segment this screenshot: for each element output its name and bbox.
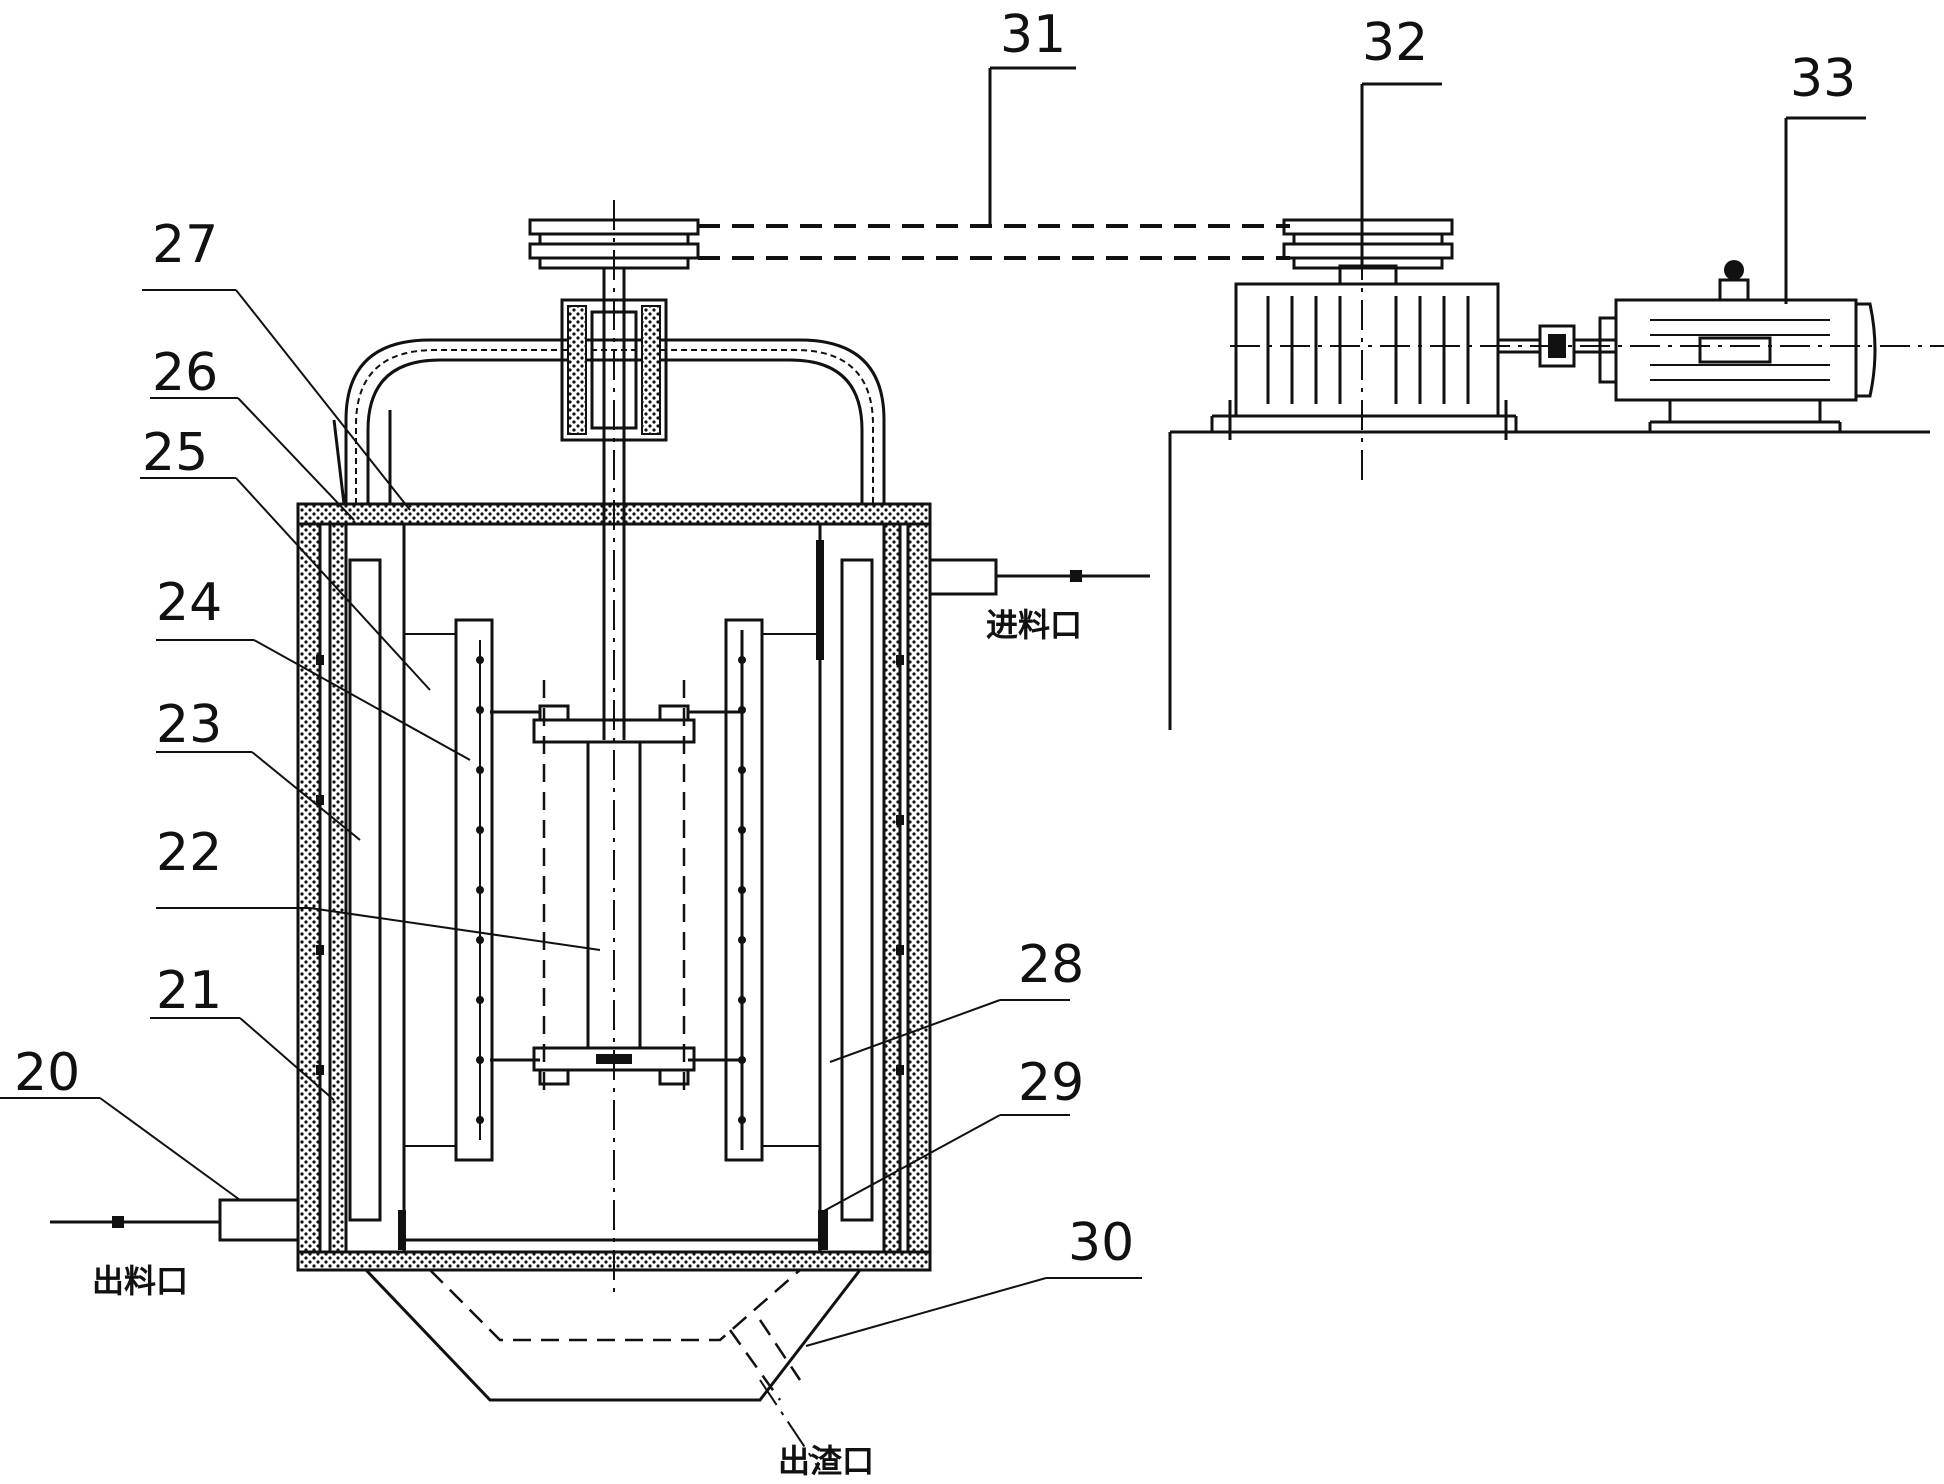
- label-23: 23: [156, 695, 222, 755]
- motor: [1230, 260, 1944, 434]
- label-32: 32: [1362, 13, 1428, 73]
- port-labels: 进料口 出料口 出渣口: [92, 606, 1082, 1480]
- inlet-label: 进料口: [986, 606, 1082, 644]
- rotor: [404, 200, 820, 1300]
- baffle-right: [816, 540, 824, 660]
- blade-right: [724, 618, 764, 1162]
- label-25: 25: [142, 423, 208, 483]
- top-frame: [332, 218, 886, 505]
- vessel-left-wall: [296, 510, 322, 1272]
- filter-panel-left: [348, 558, 382, 1222]
- label-22: 22: [156, 823, 222, 883]
- label-33: 33: [1790, 49, 1856, 109]
- blade-left: [454, 618, 494, 1162]
- outlet-pipe: [50, 1198, 300, 1242]
- outlet-label: 出料口: [92, 1262, 188, 1300]
- label-21: 21: [156, 961, 222, 1021]
- bottom-cone: [364, 1268, 862, 1471]
- jacket-right: [882, 522, 902, 1254]
- label-30: 30: [1068, 1213, 1134, 1273]
- label-31: 31: [1000, 5, 1066, 65]
- label-26: 26: [152, 343, 218, 403]
- label-28: 28: [1018, 935, 1084, 995]
- vessel: [296, 502, 932, 1272]
- label-24: 24: [156, 573, 222, 633]
- bearing-housing: [560, 298, 668, 442]
- jacket-left: [328, 522, 348, 1254]
- label-27: 27: [152, 215, 218, 275]
- upper-hub: [532, 718, 696, 744]
- residue-outlet-label: 出渣口: [778, 1442, 874, 1479]
- inlet-pipe: [928, 558, 1150, 596]
- vessel-right-wall: [906, 510, 932, 1272]
- reducer: [1210, 218, 1518, 480]
- wall-marks: [316, 655, 904, 1075]
- label-29: 29: [1018, 1053, 1084, 1113]
- filter-panel-right: [840, 558, 874, 1222]
- foundation: [1168, 430, 1930, 730]
- label-20: 20: [14, 1043, 80, 1103]
- leader-lines: [0, 66, 1866, 1347]
- part-numbers: 31 32 33 27 26 25 24 23 22 21 20 28 29 3…: [14, 5, 1856, 1273]
